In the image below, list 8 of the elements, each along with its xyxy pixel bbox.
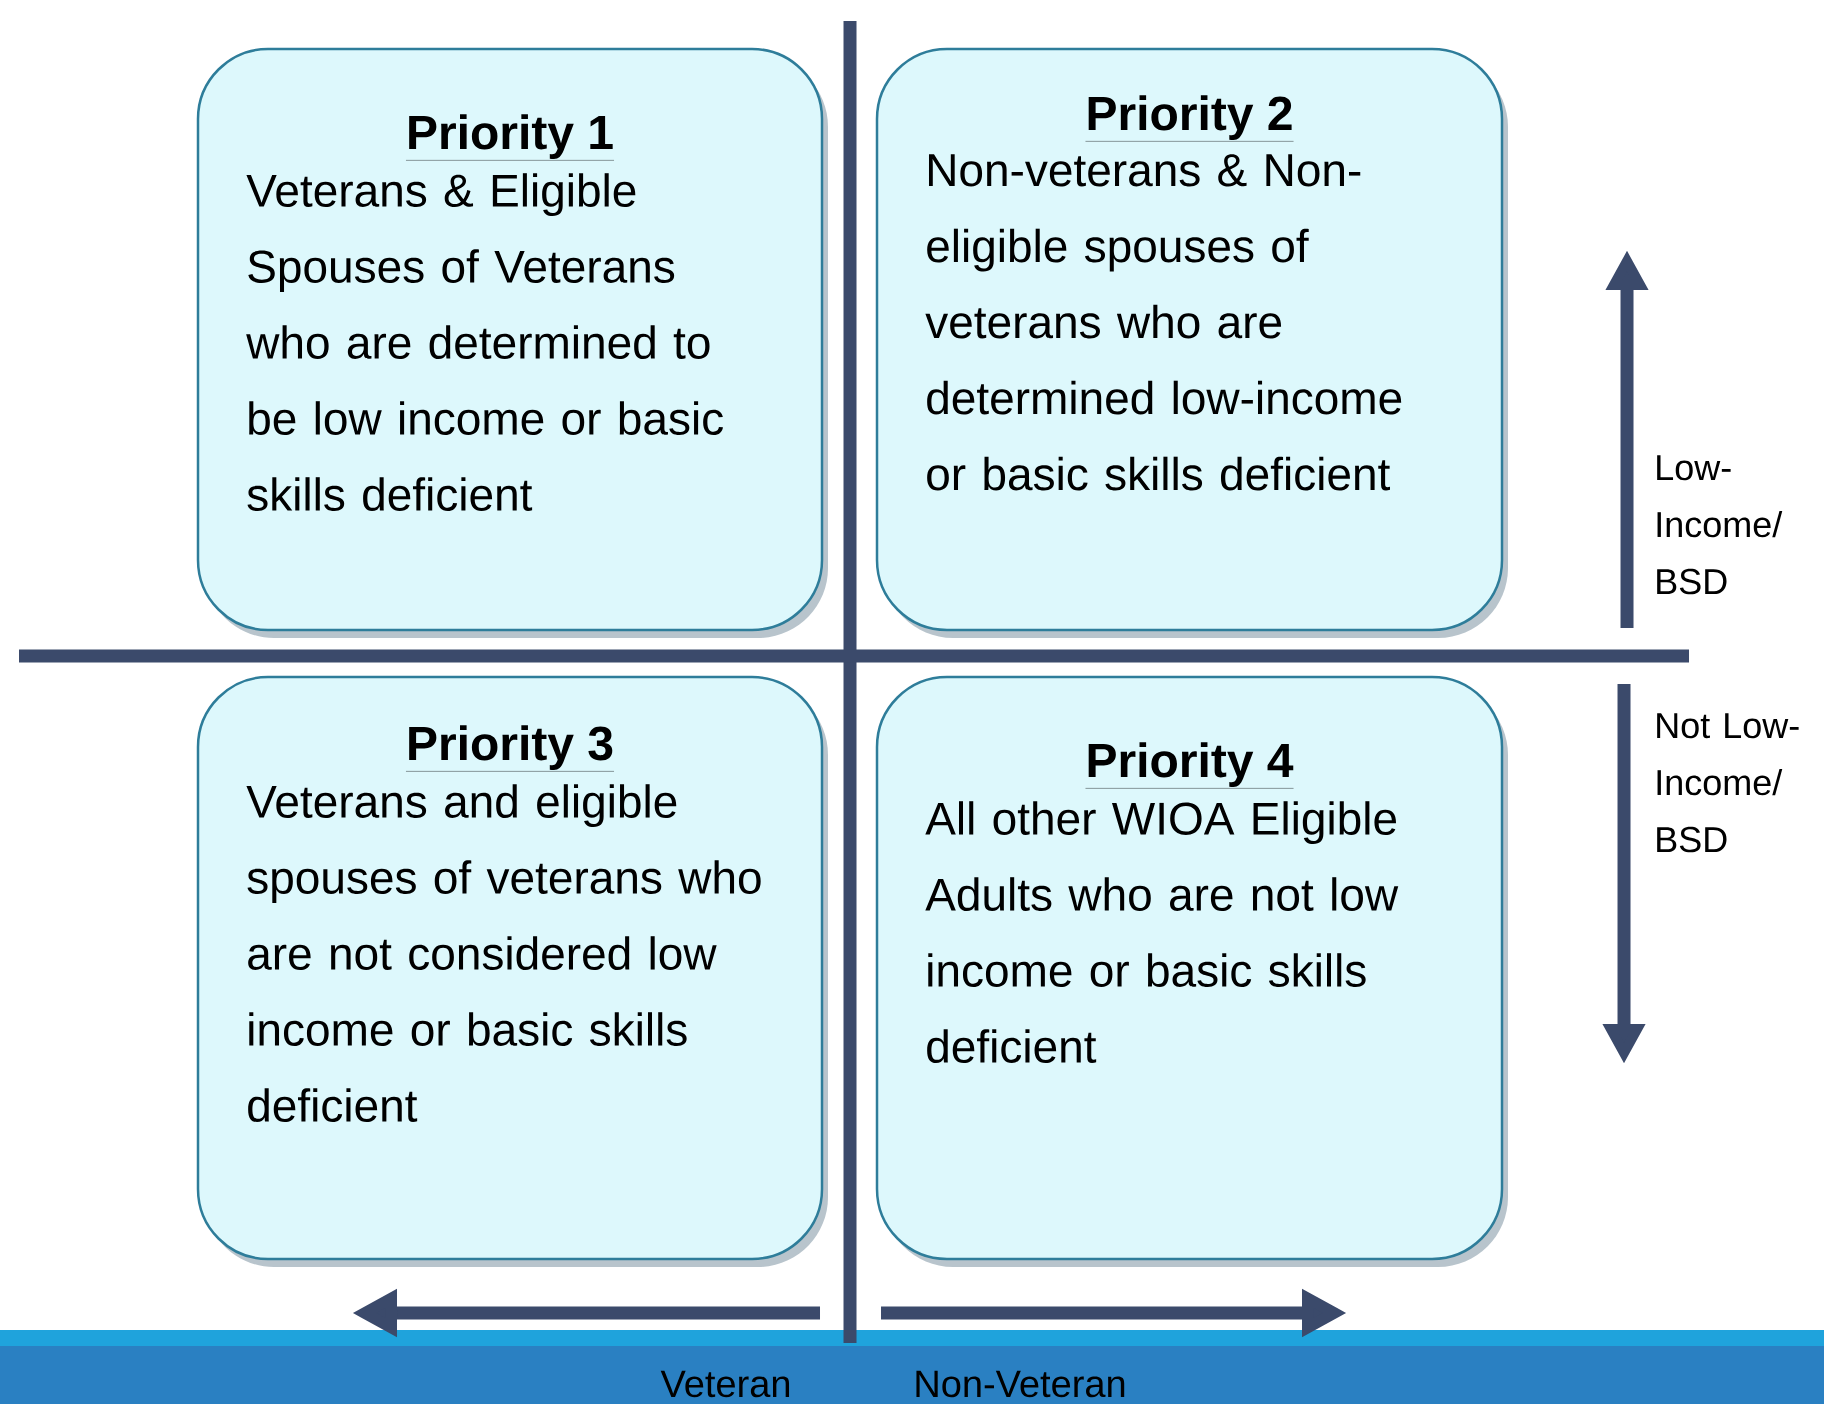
priority-box: Priority 3 Veterans and eligible spouses of veterans who are not considered low income or basic skills deficient	[196, 675, 828, 1267]
priority-box: Priority 1 Veterans & Eligible Spouses of Veterans who are determined to be low income or basic skills deficient	[196, 47, 828, 638]
axis-label: Non-Veteran	[916, 1370, 1125, 1398]
priority-box: Priority 2 Non-veterans & Non-eligible spouses of veterans who are determined low-income or basic skills deficient	[875, 47, 1508, 638]
axis-label: Veteran	[660, 1370, 790, 1398]
priority-box: Priority 4 All other WIOA Eligible Adults who are not low income or basic skills deficient	[875, 675, 1508, 1267]
axis-label: Not Low- Income/ BSD	[1657, 713, 1799, 853]
axis-label: Low- Income/ BSD	[1657, 455, 1783, 595]
